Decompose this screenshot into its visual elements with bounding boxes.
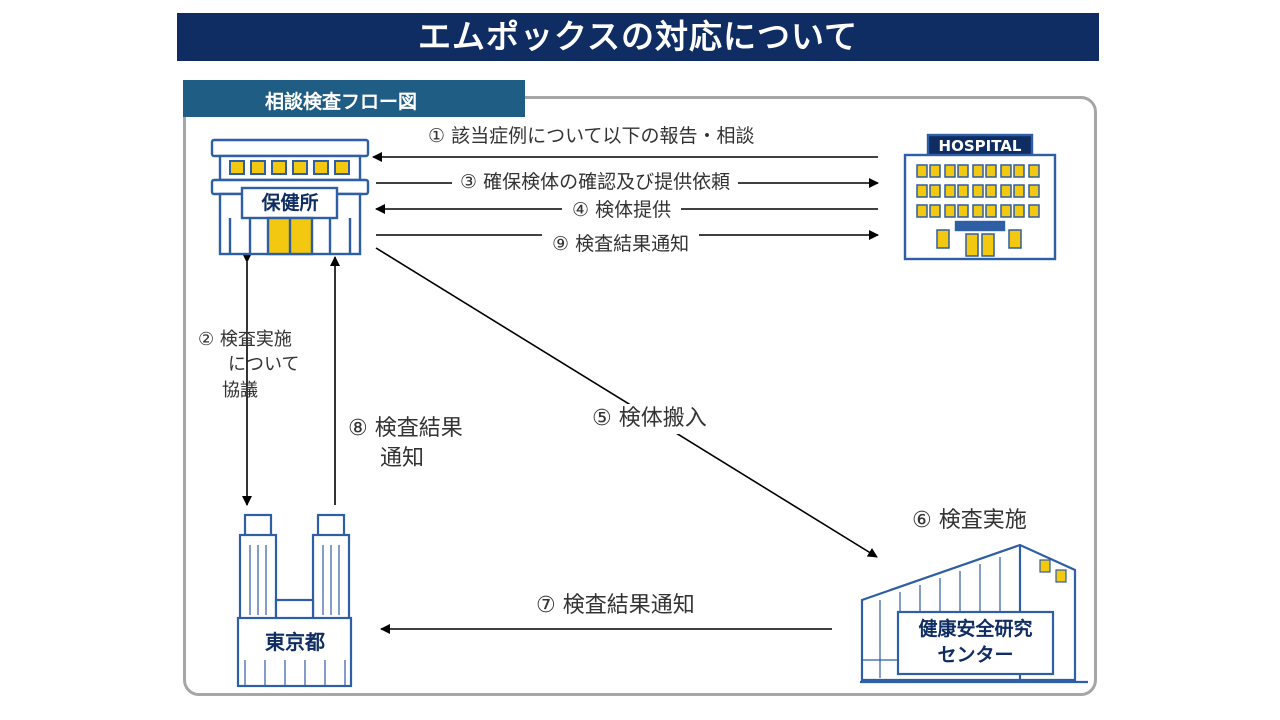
hospital-icon (903, 133, 1057, 261)
step-5-label: ⑤ 検体搬入 (586, 404, 713, 434)
step-2-label-line2: について (228, 354, 300, 375)
section-tab: 相談検査フロー図 (183, 80, 525, 117)
health-center-label: 保健所 (261, 192, 319, 214)
step-4-label: ④ 検体提供 (562, 198, 682, 222)
step-8-label-line2: 通知 (380, 446, 425, 471)
research-center-label-1: 健康安全研究 (918, 618, 1033, 640)
step-3-label: ③ 確保検体の確認及び提供依頼 (452, 170, 739, 194)
health-center-icon (210, 138, 370, 256)
hospital-label: HOSPITAL (938, 137, 1022, 155)
arrow-s5 (375, 247, 878, 558)
step-7-label: ⑦ 検査結果通知 (536, 593, 695, 618)
step-2-label-line1: ② 検査実施 (198, 329, 292, 350)
step-8-label-line1: ⑧ 検査結果 (348, 416, 463, 441)
flow-frame (183, 96, 1097, 696)
research-center-icon (860, 543, 1088, 684)
step-1-label: ① 該当症例について以下の報告・相談 (428, 124, 755, 148)
tokyo-building-icon (236, 513, 353, 688)
step-2-label-line3: 協議 (222, 380, 258, 401)
page-title: エムポックスの対応について (177, 13, 1099, 61)
research-center-label-2: センター (937, 644, 1014, 666)
tokyo-label: 東京都 (265, 630, 325, 654)
step-9-label: ⑨ 検査結果通知 (542, 232, 700, 256)
step-6-label: ⑥ 検査実施 (912, 508, 1027, 533)
